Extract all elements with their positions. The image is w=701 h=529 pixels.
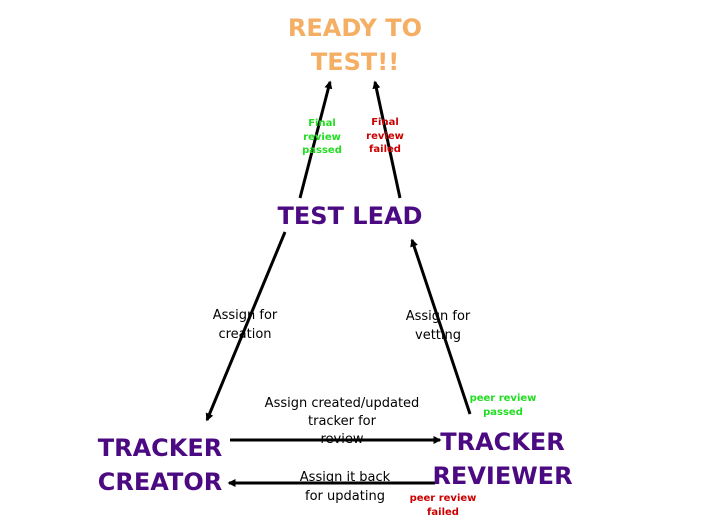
assign-creation-line1: Assign for [212, 308, 278, 323]
label-peer-review-passed: peer review passed [463, 392, 543, 419]
final-failed-line1: Final [371, 117, 399, 128]
label-peer-review-failed: peer review failed [403, 492, 483, 519]
peer-failed-line2: failed [427, 506, 459, 518]
assign-creation-line2: creation [218, 327, 272, 342]
node-ready-line1: READY TO [287, 14, 423, 42]
assign-vetting-line1: Assign for [405, 309, 471, 324]
node-ready-to-test: READY TO TEST!! [270, 11, 440, 79]
final-failed-line2: review [366, 130, 404, 142]
label-assign-for-creation: Assign for creation [200, 306, 290, 344]
assign-back-line2: for updating [305, 489, 385, 504]
assign-review-line3: review [320, 432, 364, 447]
assign-vetting-line2: vetting [415, 328, 461, 343]
label-final-review-passed: Final review passed [293, 117, 351, 158]
label-final-review-failed: Final review failed [357, 116, 413, 157]
arrow-lead-to-creator [205, 231, 287, 422]
node-tracker-reviewer: TRACKER REVIEWER [430, 425, 575, 493]
final-passed-line1: Final [308, 118, 336, 129]
node-test-lead: TEST LEAD [277, 202, 423, 230]
arrow-lead-to-ready-passed [298, 80, 333, 199]
final-failed-line3: failed [369, 144, 401, 155]
assign-review-line1: Assign created/updated [264, 396, 420, 411]
arrow-reviewer-to-lead [410, 238, 472, 415]
arrow-lead-to-ready-failed [372, 80, 402, 199]
peer-failed-line1: peer review [409, 493, 477, 504]
assign-review-line2: tracker for [308, 414, 376, 429]
node-reviewer-line2: REVIEWER [432, 462, 573, 490]
node-reviewer-line1: TRACKER [440, 428, 565, 456]
node-ready-line2: TEST!! [310, 48, 400, 76]
assign-back-line1: Assign it back [299, 470, 391, 485]
peer-passed-line1: peer review [469, 393, 537, 404]
node-creator-line2: CREATOR [97, 468, 223, 496]
label-assign-for-review: Assign created/updated tracker for revie… [257, 395, 427, 449]
final-passed-line2: review [303, 131, 341, 143]
label-assign-back: Assign it back for updating [290, 468, 400, 506]
node-creator-line1: TRACKER [97, 434, 223, 462]
peer-passed-line2: passed [483, 406, 523, 418]
node-tracker-creator: TRACKER CREATOR [90, 431, 230, 499]
label-assign-for-vetting: Assign for vetting [393, 307, 483, 345]
final-passed-line3: passed [302, 145, 342, 156]
